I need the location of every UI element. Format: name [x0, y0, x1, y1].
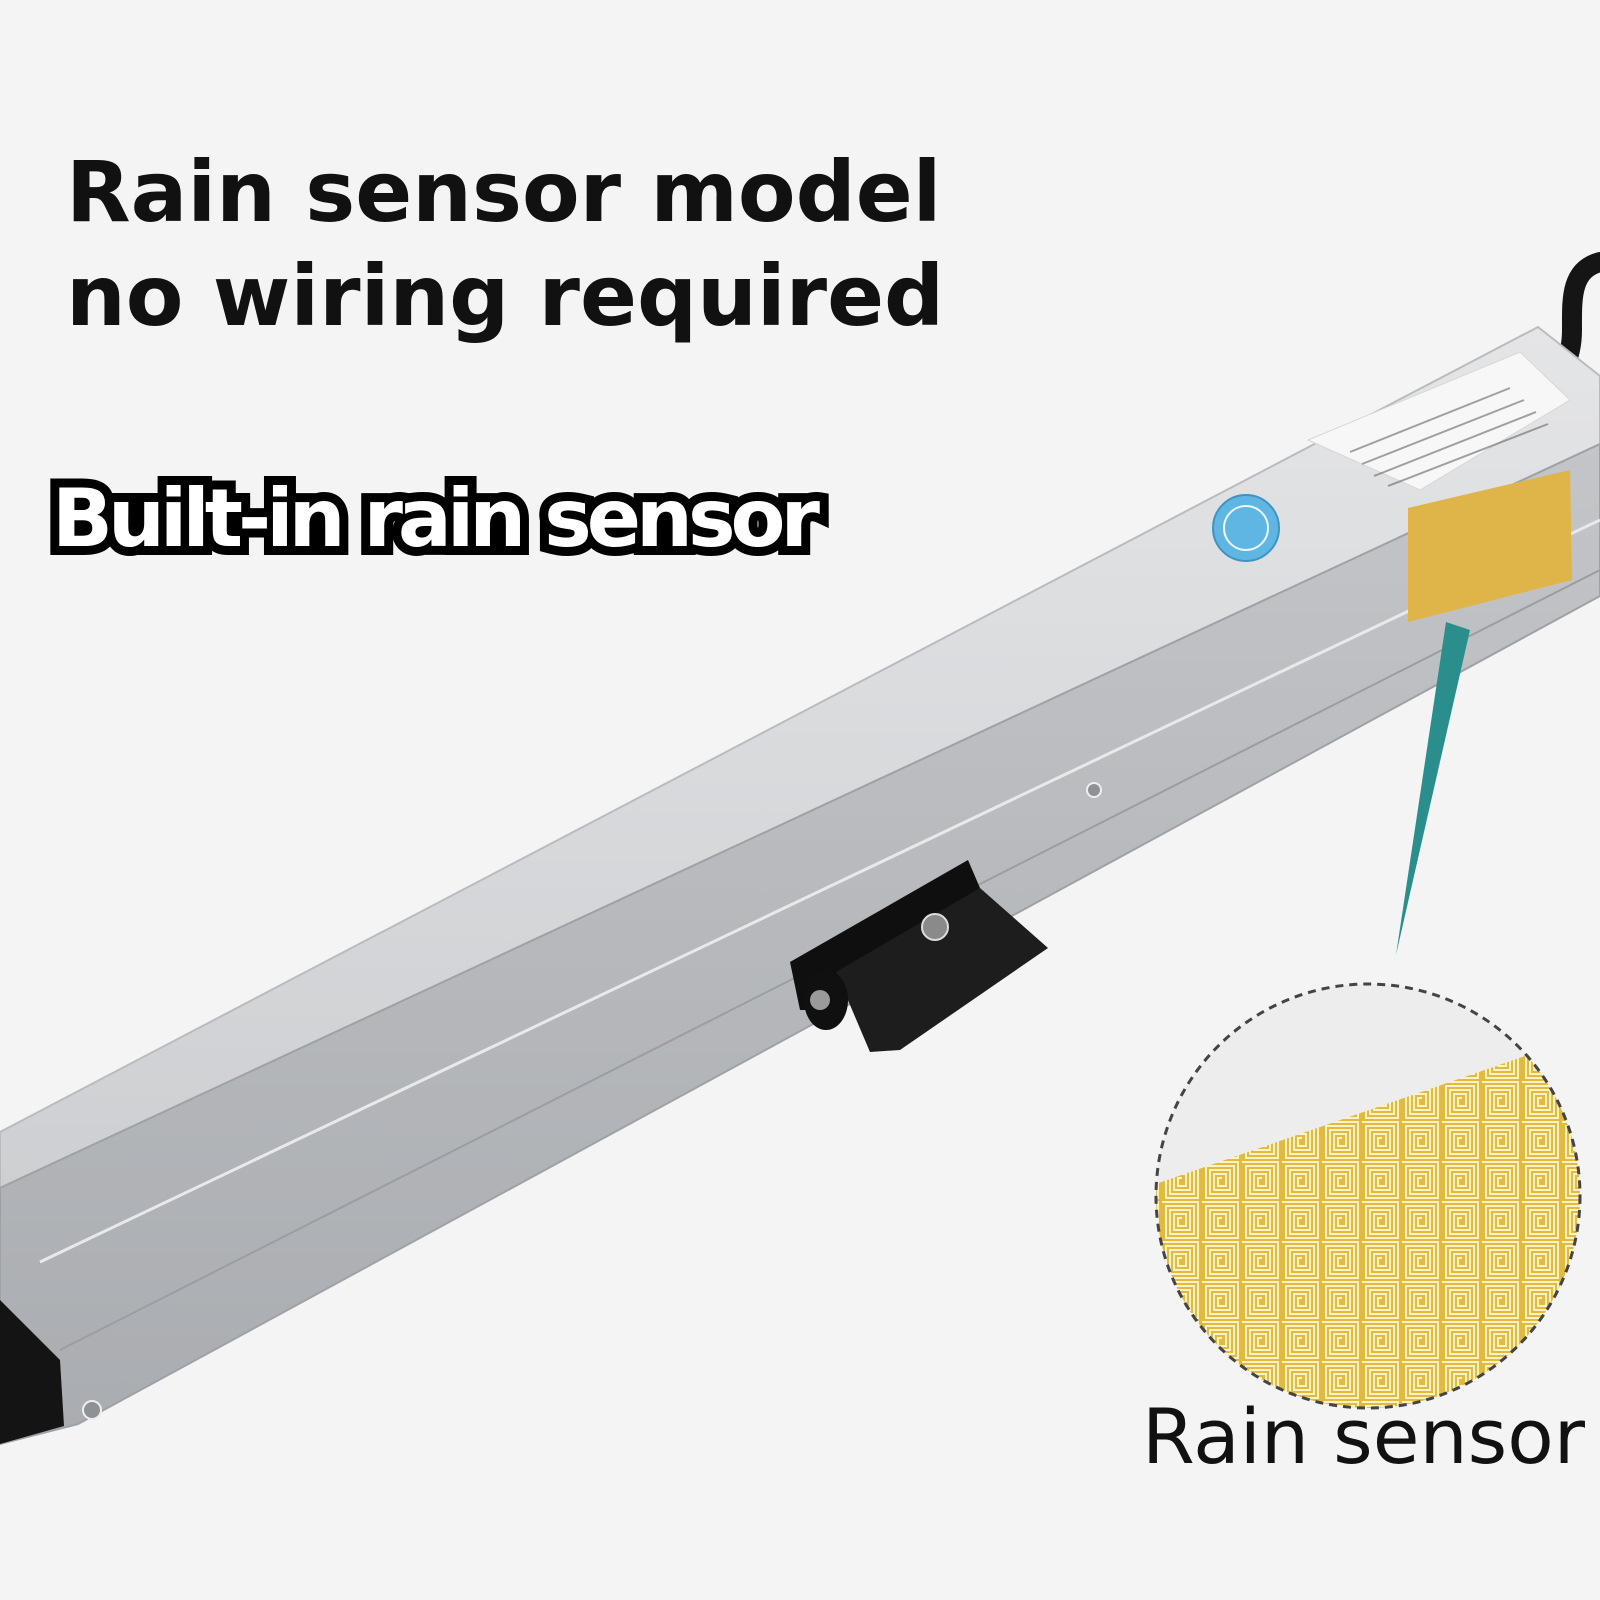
mounting-bracket [790, 860, 1048, 1052]
headline-line-2: no wiring required [66, 247, 945, 345]
headline: Rain sensor model no wiring required [66, 140, 944, 348]
qc-sticker [1212, 494, 1280, 562]
feature-badge: Built-in rain sensor [43, 463, 829, 574]
inset-border [1154, 982, 1582, 1410]
sensor-pad [1408, 470, 1572, 622]
callout-pointer [1396, 622, 1470, 955]
sensor-inset [1156, 984, 1580, 1408]
actuator-end-cap [0, 1300, 64, 1444]
inset-caption: Rain sensor [1142, 1392, 1586, 1481]
headline-line-1: Rain sensor model [66, 143, 942, 241]
